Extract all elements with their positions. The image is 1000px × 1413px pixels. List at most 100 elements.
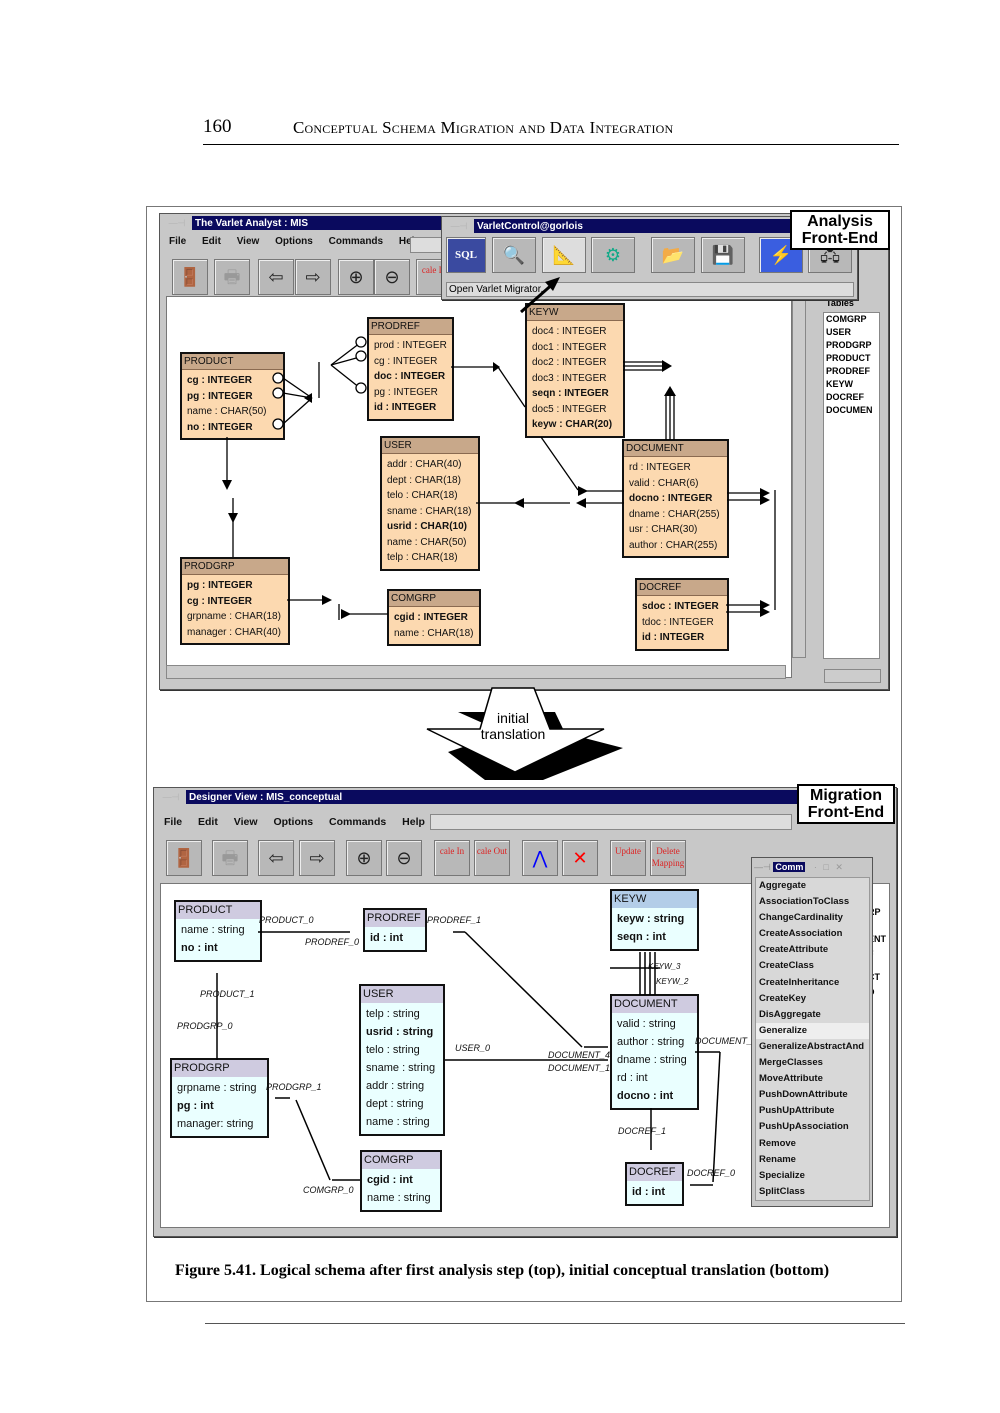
lightning-icon[interactable]: ⚡: [759, 237, 803, 273]
table-column: addr : CHAR(40): [387, 459, 462, 470]
tables-list-item[interactable]: USER: [826, 327, 852, 337]
menu-help[interactable]: Help: [399, 236, 421, 247]
command-item[interactable]: CreateKey: [759, 992, 806, 1004]
command-item[interactable]: ChangeCardinality: [759, 912, 843, 924]
menu-view[interactable]: View: [236, 236, 260, 247]
class-attribute: cgid : int: [367, 1174, 413, 1186]
maximize-icon[interactable]: □: [823, 862, 829, 872]
delete-mapping-button[interactable]: Delete Mapping: [650, 840, 686, 876]
scale-out-button[interactable]: cale Out: [474, 840, 510, 876]
arrow-left-icon[interactable]: ⇦: [258, 259, 294, 295]
analyst-horizontal-scrollbar[interactable]: [166, 665, 786, 679]
tables-list-item[interactable]: PRODGRP: [826, 340, 872, 350]
menu-edit[interactable]: Edit: [198, 816, 218, 828]
command-item[interactable]: PushUpAssociation: [759, 1121, 849, 1133]
menu-help[interactable]: Help: [402, 816, 425, 828]
zoom-in-icon[interactable]: ⊕: [346, 840, 382, 876]
command-item[interactable]: PushDownAttribute: [759, 1089, 848, 1101]
class-attribute: rd : int: [617, 1072, 648, 1084]
command-item[interactable]: CreateInheritance: [759, 976, 840, 988]
menu-view[interactable]: View: [233, 816, 258, 828]
menu-commands[interactable]: Commands: [329, 816, 387, 828]
command-item[interactable]: GeneralizeAbstractAnd: [759, 1040, 865, 1052]
window-pin-icon[interactable]: —⊣: [754, 862, 774, 872]
tables-list-item[interactable]: DOCREF: [826, 392, 864, 402]
command-item[interactable]: Remove: [759, 1137, 796, 1149]
migrator-icon[interactable]: 📐: [542, 237, 586, 273]
tables-list-item[interactable]: COMGRP: [826, 314, 867, 324]
command-item[interactable]: SplitClass: [759, 1185, 805, 1197]
minimize-icon[interactable]: ·: [813, 862, 817, 872]
arrow-left-icon[interactable]: ⇦: [258, 840, 294, 876]
settings-doc-icon[interactable]: ⚙: [591, 237, 635, 273]
window-pin-icon[interactable]: —⊣: [162, 216, 192, 230]
command-item[interactable]: CreateAssociation: [759, 928, 843, 940]
zoom-out-icon[interactable]: ⊖: [386, 840, 422, 876]
command-item[interactable]: MoveAttribute: [759, 1073, 823, 1085]
zoom-out-icon[interactable]: ⊖: [374, 259, 410, 295]
analyst-vertical-scrollbar[interactable]: [792, 296, 806, 658]
designer-status-field: [430, 814, 792, 830]
exit-icon[interactable]: 🚪: [172, 259, 208, 295]
window-pin-icon[interactable]: —⊣: [156, 790, 186, 804]
menu-file[interactable]: File: [164, 816, 183, 828]
tables-list-item[interactable]: PRODREF: [826, 366, 871, 376]
command-item[interactable]: DisAggregate: [759, 1008, 821, 1020]
window-pin-icon[interactable]: —⊣: [444, 219, 474, 233]
menu-commands[interactable]: Commands: [328, 236, 384, 247]
exit-icon[interactable]: 🚪: [166, 840, 202, 876]
menu-options[interactable]: Options: [273, 816, 314, 828]
tables-list-item[interactable]: DOCUMEN: [826, 405, 873, 415]
command-item[interactable]: Aggregate: [759, 880, 806, 891]
command-item[interactable]: CreateClass: [759, 960, 814, 972]
tables-list-item[interactable]: PRODUCT: [826, 353, 871, 363]
zoom-in-icon[interactable]: ⊕: [338, 259, 374, 295]
sql-icon[interactable]: SQL: [446, 237, 486, 273]
layout-graph-1-icon[interactable]: ⋀: [522, 840, 558, 876]
update-button[interactable]: Update: [610, 840, 646, 876]
command-item[interactable]: Rename: [759, 1153, 796, 1165]
command-item[interactable]: CreateAttribute: [759, 944, 829, 956]
print-icon[interactable]: 🖶: [212, 840, 248, 876]
arrow-right-icon[interactable]: ⇨: [299, 840, 335, 876]
layout-graph-2-icon[interactable]: ✕: [562, 840, 598, 876]
command-item[interactable]: AssociationToClass: [759, 896, 850, 908]
command-item[interactable]: MergeClasses: [759, 1057, 823, 1069]
analyze-icon[interactable]: 🔍: [492, 237, 536, 273]
arrow-right-icon[interactable]: ⇨: [295, 259, 331, 295]
tables-list-item[interactable]: KEYW: [826, 379, 853, 389]
command-item[interactable]: PushUpAttribute: [759, 1105, 835, 1117]
assoc-label: PRODUCT_0: [259, 915, 314, 925]
open-folder-icon[interactable]: 📂: [651, 237, 695, 273]
palette-titlebar[interactable]: —⊣ Comm · □ ✕: [754, 860, 870, 874]
close-icon[interactable]: ✕: [835, 862, 843, 872]
command-item[interactable]: Specialize: [759, 1169, 805, 1181]
menu-file[interactable]: File: [169, 236, 187, 247]
print-icon[interactable]: 🖶: [214, 259, 250, 295]
command-item[interactable]: Generalize: [756, 1022, 869, 1039]
save-icon[interactable]: 💾: [701, 237, 745, 273]
menu-edit[interactable]: Edit: [202, 236, 221, 247]
scale-in-button[interactable]: cale In: [434, 840, 470, 876]
menu-options[interactable]: Options: [275, 236, 313, 247]
control-titlebar[interactable]: —⊣VarletControl@gorlois: [444, 219, 855, 233]
tables-horizontal-scrollbar[interactable]: [824, 669, 881, 683]
designer-titlebar[interactable]: —⊣Designer View : MIS_conceptual: [156, 790, 894, 804]
class-header: PRODGRP: [172, 1060, 267, 1077]
